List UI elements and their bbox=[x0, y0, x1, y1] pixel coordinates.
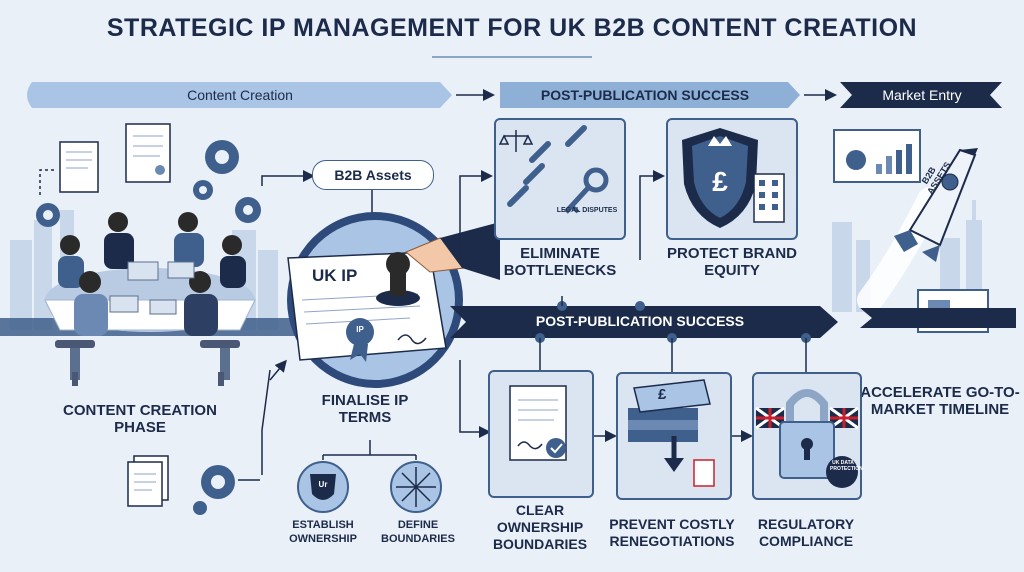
gear-icon bbox=[36, 140, 261, 227]
clear-ownership-panel bbox=[488, 370, 594, 498]
mid-banner: POST-PUBLICATION SUCCESS bbox=[535, 313, 745, 329]
protect-brand-equity-panel: £ bbox=[666, 118, 798, 240]
money-pound-symbol: £ bbox=[658, 386, 667, 403]
b2b-assets-label: B2B Assets bbox=[312, 160, 434, 190]
money-stack-icon bbox=[628, 379, 715, 487]
regulatory-compliance-caption: REGULATORY COMPLIANCE bbox=[757, 516, 855, 549]
shield-icon bbox=[682, 128, 785, 228]
document-icon bbox=[509, 385, 567, 461]
legal-disputes-label: LEGAL DISPUTES bbox=[556, 207, 618, 214]
prevent-renegotiations-panel: £ bbox=[616, 372, 732, 500]
clear-ownership-boundaries-caption: CLEAR OWNERSHIP BOUNDARIES bbox=[492, 502, 588, 552]
scales-icon bbox=[498, 130, 534, 152]
eliminate-bottlenecks-caption: ELIMINATE BOTTLENECKS bbox=[503, 245, 617, 279]
page-title: STRATEGIC IP MANAGEMENT FOR UK B2B CONTE… bbox=[106, 14, 918, 42]
union-flag-icon bbox=[755, 406, 859, 430]
regulatory-compliance-panel: UK DATA PROTECTION bbox=[752, 372, 863, 500]
establish-ownership-caption: ESTABLISH OWNERSHIP bbox=[289, 519, 357, 545]
accelerate-go-to-market-caption: ACCELERATE GO-TO-MARKET TIMELINE bbox=[860, 384, 1020, 418]
document-icon bbox=[59, 123, 171, 193]
define-boundaries-caption: DEFINE BOUNDARIES bbox=[381, 519, 455, 545]
top-flow-stage2: POST-PUBLICATION SUCCESS bbox=[540, 87, 750, 103]
eliminate-bottlenecks-panel: LEGAL DISPUTES bbox=[494, 118, 626, 240]
finalise-ip-terms-caption: FINALISE IP TERMS bbox=[321, 392, 409, 426]
top-flow-stage1: Content Creation bbox=[187, 87, 293, 103]
protect-brand-equity-caption: PROTECT BRAND EQUITY bbox=[667, 245, 797, 279]
uk-data-protection-badge: UK DATA PROTECTION bbox=[830, 460, 863, 472]
ip-seal-label: IP bbox=[356, 325, 364, 334]
content-creation-phase-caption: CONTENT CREATION PHASE bbox=[63, 402, 217, 436]
top-flow-stage3: Market Entry bbox=[882, 87, 962, 103]
key-icon bbox=[564, 167, 609, 214]
stamp-icon bbox=[376, 222, 500, 306]
uk-ip-label: UK IP bbox=[312, 266, 358, 285]
pound-symbol: £ bbox=[712, 166, 728, 197]
chain-icon bbox=[498, 125, 609, 214]
mid-banner-shape bbox=[450, 306, 838, 338]
padlock-icon bbox=[755, 389, 859, 488]
uk-ip-document-scene bbox=[287, 212, 463, 388]
top-flow-stage1-banner bbox=[27, 82, 452, 108]
rocket-icon bbox=[857, 148, 978, 313]
prevent-costly-renegotiations-caption: PREVENT COSTLY RENEGOTIATIONS bbox=[609, 516, 735, 549]
top-flow-stage3-banner bbox=[840, 82, 1002, 108]
ownership-shield-badge: Ur bbox=[318, 480, 328, 489]
title-underline bbox=[432, 56, 592, 58]
meeting-table-scene bbox=[44, 212, 256, 386]
building-icon bbox=[753, 173, 785, 223]
top-flow-stage2-banner bbox=[500, 82, 800, 108]
